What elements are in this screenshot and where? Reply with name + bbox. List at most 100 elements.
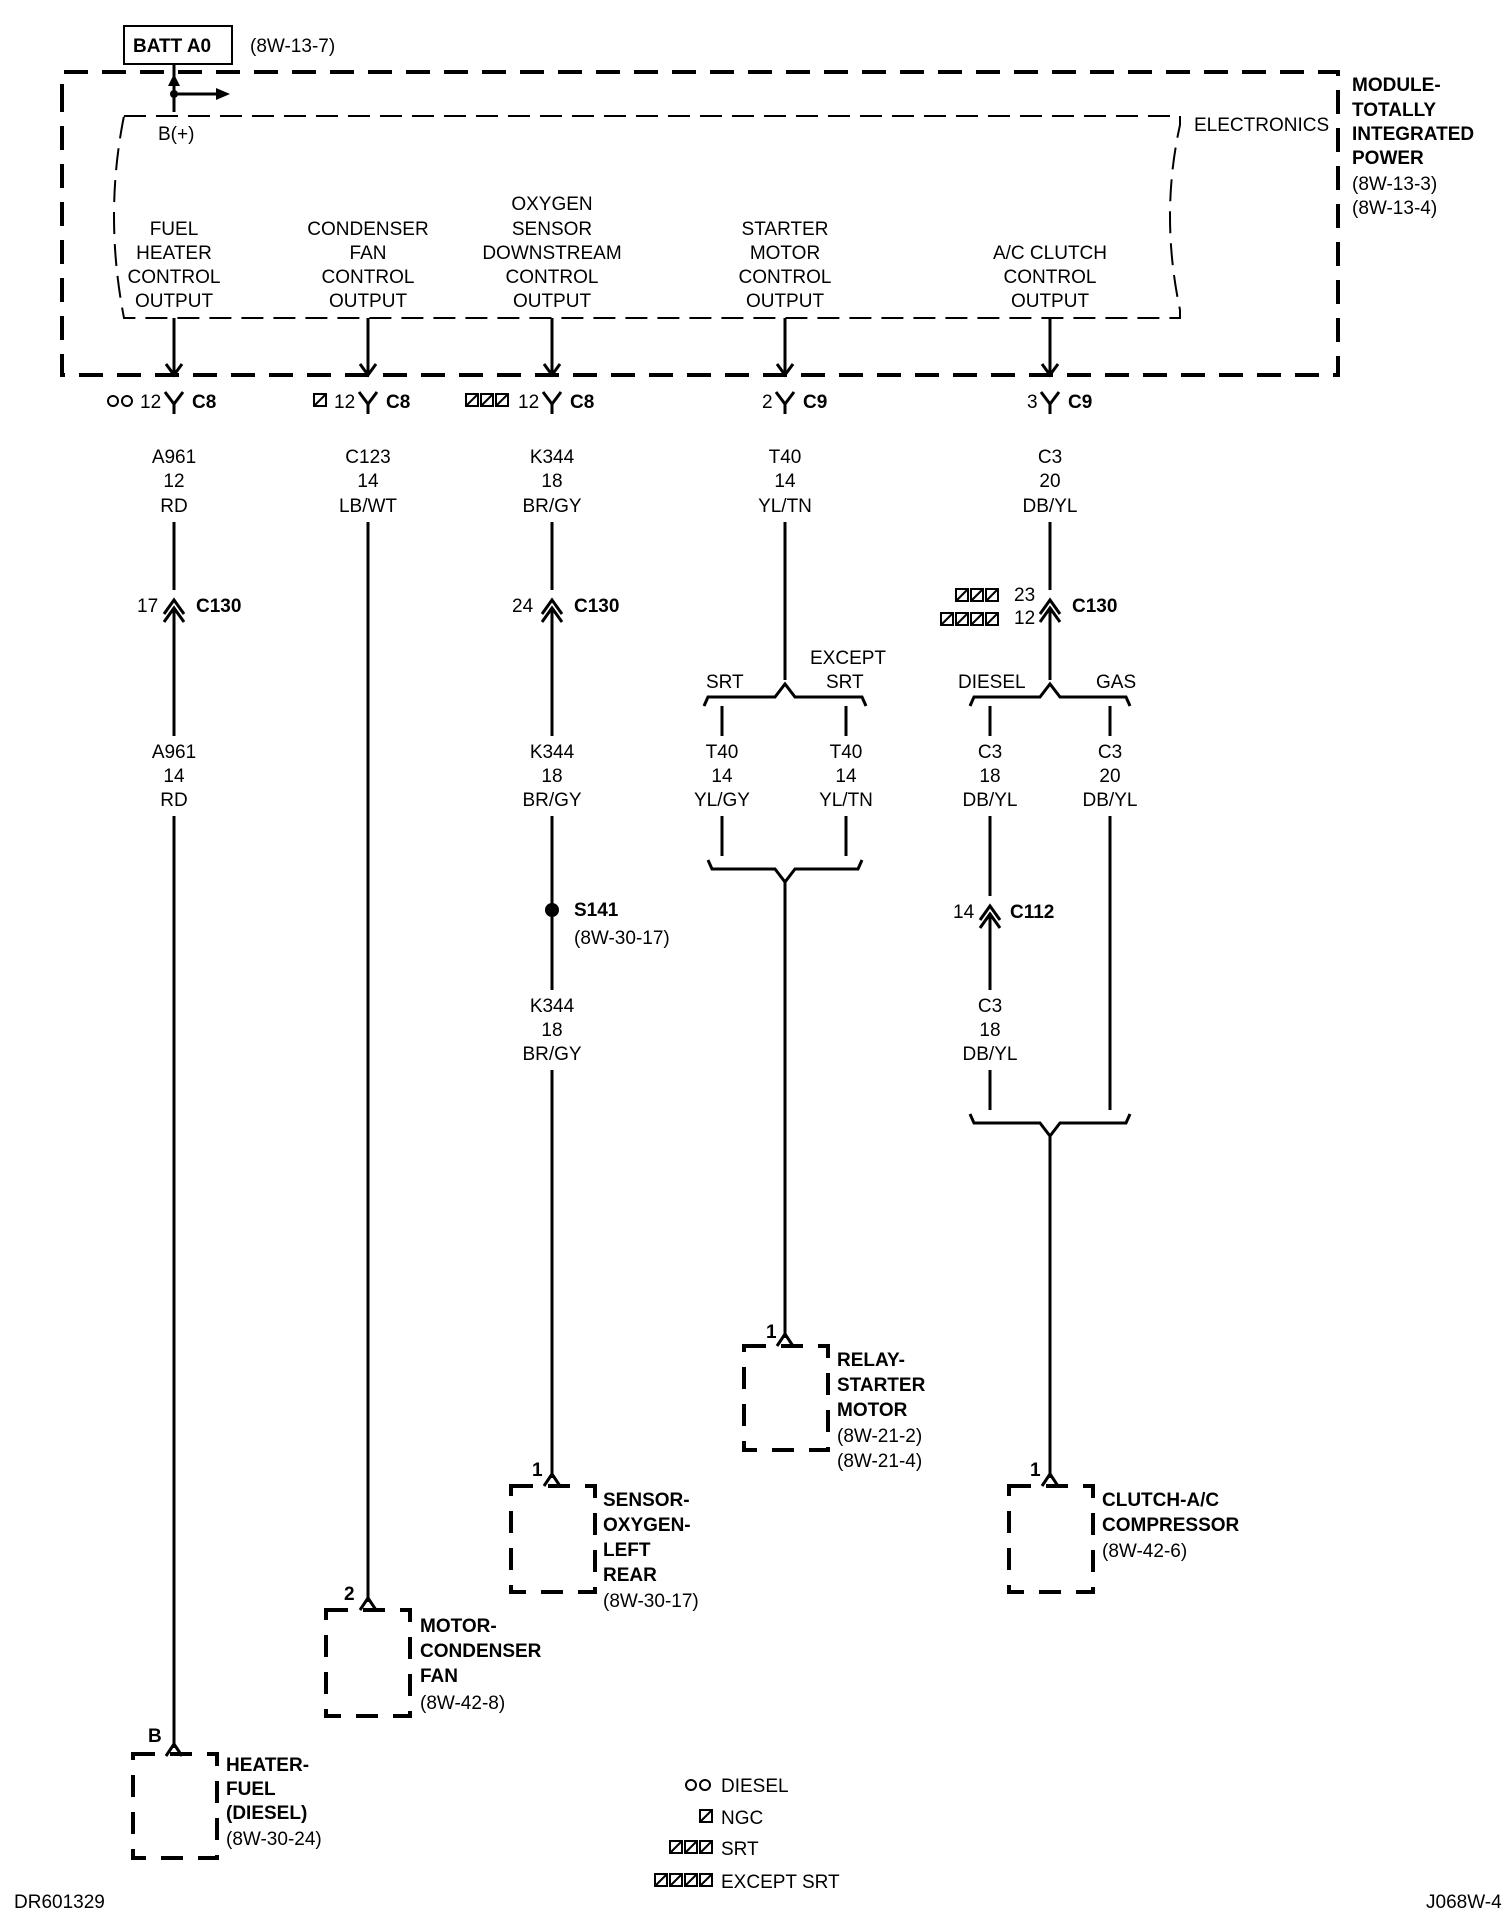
- svg-text:14: 14: [163, 766, 185, 787]
- svg-text:C123: C123: [345, 447, 390, 468]
- pin-c9-2: 3: [1027, 392, 1038, 413]
- out1-line4: OUTPUT: [135, 291, 214, 312]
- out1-arrow-icon: [164, 363, 184, 378]
- out2-arrow-icon: [358, 363, 378, 378]
- electronics-outline: [113, 115, 1181, 319]
- c130-pin-17: 17: [137, 596, 158, 617]
- svg-text:DB/YL: DB/YL: [963, 1044, 1018, 1065]
- svg-text:18: 18: [541, 766, 562, 787]
- svg-text:(8W-42-6): (8W-42-6): [1102, 1541, 1187, 1562]
- out4-arrow-icon: [775, 363, 795, 378]
- conn-c8-2: C8: [386, 392, 410, 413]
- ngc-marker-icon: [699, 1809, 713, 1823]
- split-brace: [968, 681, 1132, 707]
- c130-label-1: C130: [196, 596, 241, 617]
- legend-diesel: DIESEL: [721, 1776, 789, 1797]
- svg-text:K344: K344: [530, 996, 575, 1017]
- svg-text:C3: C3: [1098, 742, 1122, 763]
- circuit-oxygen-sensor: 24 C130 K344 18 BR/GY S141 (8W-30-17) K3…: [509, 522, 699, 1612]
- heater-pin: B: [148, 1726, 162, 1747]
- svg-text:STARTER: STARTER: [837, 1375, 926, 1396]
- svg-text:A961: A961: [152, 742, 196, 763]
- out3-line4: CONTROL: [506, 267, 599, 288]
- out3-line2: SENSOR: [512, 219, 592, 240]
- connector-y-icon: [357, 391, 379, 407]
- srt-marker-icon: [955, 588, 999, 602]
- split-diesel-label: DIESEL: [958, 672, 1026, 693]
- connector-y-icon: [774, 391, 796, 407]
- svg-text:FAN: FAN: [420, 1666, 458, 1687]
- join-brace: [968, 1113, 1132, 1139]
- svg-text:YL/TN: YL/TN: [819, 790, 873, 811]
- svg-text:C3: C3: [1038, 447, 1062, 468]
- svg-text:LB/WT: LB/WT: [339, 496, 397, 517]
- ngc-marker-icon: [313, 393, 327, 407]
- legend: DIESEL NGC SRT EXCEPT SRT: [654, 1776, 840, 1893]
- diesel-marker-icon: [685, 1779, 697, 1791]
- out2-line4: OUTPUT: [329, 291, 408, 312]
- out2-line3: CONTROL: [322, 267, 415, 288]
- split-srt-label: SRT: [706, 672, 744, 693]
- batt-a0-ref: (8W-13-7): [250, 36, 335, 57]
- svg-text:T40: T40: [706, 742, 739, 763]
- svg-text:T40: T40: [830, 742, 863, 763]
- out5-line2: CONTROL: [1004, 267, 1097, 288]
- pin-c8-1: 12: [140, 392, 161, 413]
- footer-right-code: J068W-4: [1426, 1892, 1502, 1913]
- srt-marker-icon: [669, 1840, 713, 1854]
- svg-text:YL/GY: YL/GY: [694, 790, 750, 811]
- module-ref-1: (8W-13-3): [1352, 174, 1437, 195]
- svg-text:18: 18: [979, 766, 1000, 787]
- split-except-label-1: EXCEPT: [810, 648, 886, 669]
- out1-line3: CONTROL: [128, 267, 221, 288]
- c130-pin-12: 12: [1014, 608, 1035, 629]
- electronics-label: ELECTRONICS: [1194, 115, 1329, 136]
- module-outline: [60, 70, 1340, 377]
- connector-y-icon: [163, 391, 185, 407]
- svg-text:(8W-30-24): (8W-30-24): [226, 1829, 322, 1850]
- out4-line3: CONTROL: [739, 267, 832, 288]
- relay-starter-component: [742, 1344, 830, 1452]
- conn-c8-1: C8: [192, 392, 216, 413]
- except-srt-marker-icon: [654, 1873, 713, 1887]
- c130-label-3: C130: [574, 596, 619, 617]
- svg-text:K344: K344: [530, 447, 575, 468]
- diesel-marker-icon: [121, 395, 133, 407]
- inline-connector-icon: [1038, 597, 1062, 615]
- component-pin-icon: [1040, 1471, 1060, 1487]
- join-brace: [706, 859, 864, 885]
- svg-text:REAR: REAR: [603, 1565, 657, 1586]
- component-pin-icon: [775, 1331, 795, 1347]
- footer-left-code: DR601329: [14, 1892, 105, 1913]
- motor-condenser-fan-component: [324, 1608, 412, 1718]
- pin-c8-3: 12: [518, 392, 539, 413]
- svg-text:MOTOR-: MOTOR-: [420, 1616, 497, 1637]
- svg-text:YL/TN: YL/TN: [758, 496, 812, 517]
- splice-s141-icon: [545, 903, 559, 917]
- connector-y-icon: [541, 391, 563, 407]
- inline-connector-icon: [978, 903, 1002, 921]
- batt-a0-label: BATT A0: [133, 36, 211, 57]
- svg-text:DB/YL: DB/YL: [1083, 790, 1138, 811]
- svg-text:14: 14: [711, 766, 733, 787]
- svg-text:14: 14: [357, 471, 379, 492]
- bplus-label: B(+): [158, 124, 194, 145]
- pin-c8-2: 12: [334, 392, 355, 413]
- svg-text:LEFT: LEFT: [603, 1540, 651, 1561]
- out3-arrow-icon: [542, 363, 562, 378]
- svg-text:BR/GY: BR/GY: [522, 496, 581, 517]
- svg-text:BR/GY: BR/GY: [522, 1044, 581, 1065]
- inline-connector-icon: [540, 597, 564, 615]
- module-title-2: TOTALLY: [1352, 100, 1436, 121]
- sensor-pin: 1: [532, 1460, 543, 1481]
- out4-line4: OUTPUT: [746, 291, 825, 312]
- svg-text:K344: K344: [530, 742, 575, 763]
- svg-text:14: 14: [835, 766, 857, 787]
- c130-label-5: C130: [1072, 596, 1117, 617]
- svg-text:12: 12: [163, 471, 184, 492]
- out1-line1: FUEL: [150, 219, 199, 240]
- svg-text:(8W-30-17): (8W-30-17): [603, 1591, 699, 1612]
- out5-arrow-icon: [1040, 363, 1060, 378]
- splice-s141-label: S141: [574, 900, 619, 921]
